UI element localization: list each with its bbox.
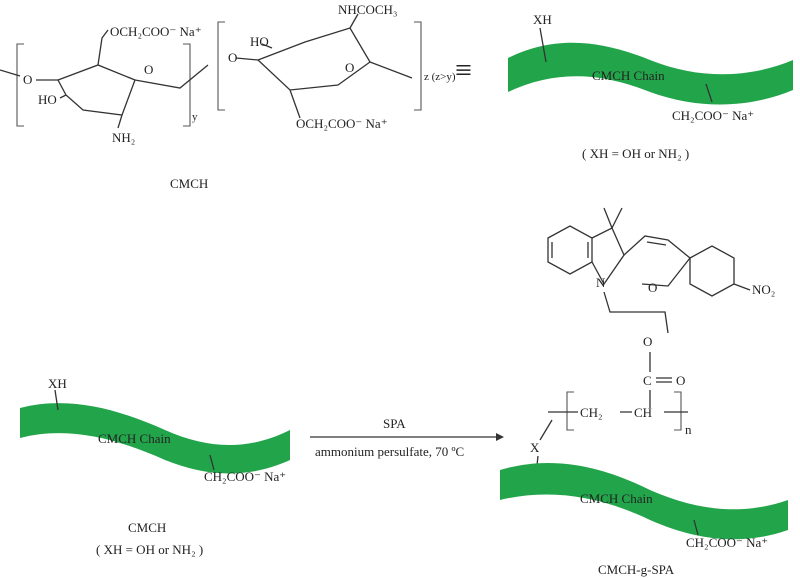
bracket-left-close [183, 43, 191, 127]
bond-nh2 [117, 114, 123, 129]
chain-top-side: CH₂COO⁻ Na⁺ [672, 108, 754, 123]
chain-top: XH CMCH Chain CH₂COO⁻ Na⁺ ( XH = OH or N… [508, 12, 793, 161]
cmch-name-top: CMCH [170, 176, 208, 191]
chain-left-name: CMCH [128, 520, 166, 535]
chain-left-side: CH₂COO⁻ Na⁺ [204, 469, 286, 484]
carbonyl-double [656, 377, 672, 383]
pyran-ring [623, 235, 691, 287]
ch2-label: CH₂ [580, 405, 603, 420]
benzene-indoline [547, 225, 593, 275]
glycosidic-bond [134, 64, 209, 89]
carbonyl-o: O [676, 373, 685, 388]
chain-left-side-bond [209, 454, 215, 471]
x-label: X [530, 440, 540, 455]
pyran-double [646, 241, 667, 246]
equivalence-sign: ≡ [455, 54, 472, 87]
chain-end-bond [0, 69, 21, 77]
pyran-o: O [648, 280, 657, 295]
chain-end-bond-right [369, 61, 413, 79]
bond-ho-right [261, 43, 273, 49]
link-o-mid: O [228, 50, 237, 65]
bracket-left-open [16, 43, 24, 127]
ester-o: O [643, 334, 652, 349]
bond-ho-left [59, 94, 67, 99]
ring-right [256, 27, 371, 91]
nitro-label: NO₂ [752, 282, 775, 297]
subscript-z: z (z>y) [424, 71, 456, 83]
bracket-right-close [414, 21, 422, 111]
ring-left [57, 64, 136, 116]
conditions-label: ammonium persulfate, 70 ºC [315, 444, 464, 459]
product-side: CH₂COO⁻ Na⁺ [686, 535, 768, 550]
chain-left: XH CMCH Chain CH₂COO⁻ Na⁺ CMCH ( XH = OH… [20, 376, 290, 557]
acetamido-label: NHCOCH₃ [338, 2, 397, 17]
ring-o-right: O [345, 60, 354, 75]
carboxymethyl-bottom-label: OCH₂COO⁻ Na⁺ [296, 116, 388, 131]
chain-top-band [508, 42, 793, 105]
carbonyl-c: C [643, 373, 652, 388]
chain-top-label: CMCH Chain [592, 68, 665, 83]
reagent-label: SPA [383, 416, 406, 431]
chain-left-xh: XH [48, 376, 67, 391]
bond-acetamido [349, 13, 359, 29]
poly-bracket-close [674, 391, 682, 431]
ring-o-left: O [144, 62, 153, 77]
nitro-bond [733, 283, 751, 291]
x-bond-up [539, 419, 553, 441]
nitro-benzene [689, 245, 735, 297]
subscript-y: y [192, 111, 198, 123]
amine-label: NH₂ [112, 130, 135, 145]
repeat-n: n [685, 422, 692, 437]
bond-ch2-top [97, 29, 109, 66]
product-chain-band [500, 462, 788, 540]
product-chain-label: CMCH Chain [580, 491, 653, 506]
ho-left-label: HO [38, 92, 57, 107]
product-structure: N O NO₂ O C O CH₂ CH n X CMCH Chain CH₂C… [500, 207, 788, 577]
ethyl-linker [603, 291, 669, 334]
bond-ch2-bottom [289, 89, 301, 119]
chain-top-xh: XH [533, 12, 552, 27]
bracket-right-open [217, 21, 225, 111]
product-name: CMCH-g-SPA [598, 562, 675, 577]
poly-bracket-open [566, 391, 574, 431]
product-side-bond [693, 519, 699, 536]
chain-left-xh-bond [54, 389, 59, 411]
carboxymethyl-top-label: OCH₂COO⁻ Na⁺ [110, 24, 202, 39]
benzene-inner-bonds [551, 242, 589, 258]
chain-left-note: ( XH = OH or NH₂ ) [96, 542, 203, 557]
chain-top-note: ( XH = OH or NH₂ ) [582, 146, 689, 161]
indoline-n: N [596, 275, 606, 290]
chain-top-side-bond [705, 83, 713, 103]
link-o-left: O [23, 72, 32, 87]
bond-o-ring-right [235, 57, 259, 61]
cmch-structure: OCH₂COO⁻ Na⁺ O O HO NH₂ y O HO NHCOCH₃ O… [0, 2, 456, 191]
ho-right-label: HO [250, 34, 269, 49]
chain-top-xh-bond [539, 27, 547, 63]
reaction-arrow: SPA ammonium persulfate, 70 ºC [310, 416, 504, 459]
chain-left-label: CMCH Chain [98, 431, 171, 446]
ch-label: CH [634, 405, 652, 420]
gem-dimethyl [603, 207, 623, 229]
chain-left-band [20, 403, 290, 474]
arrow-head [496, 433, 504, 441]
